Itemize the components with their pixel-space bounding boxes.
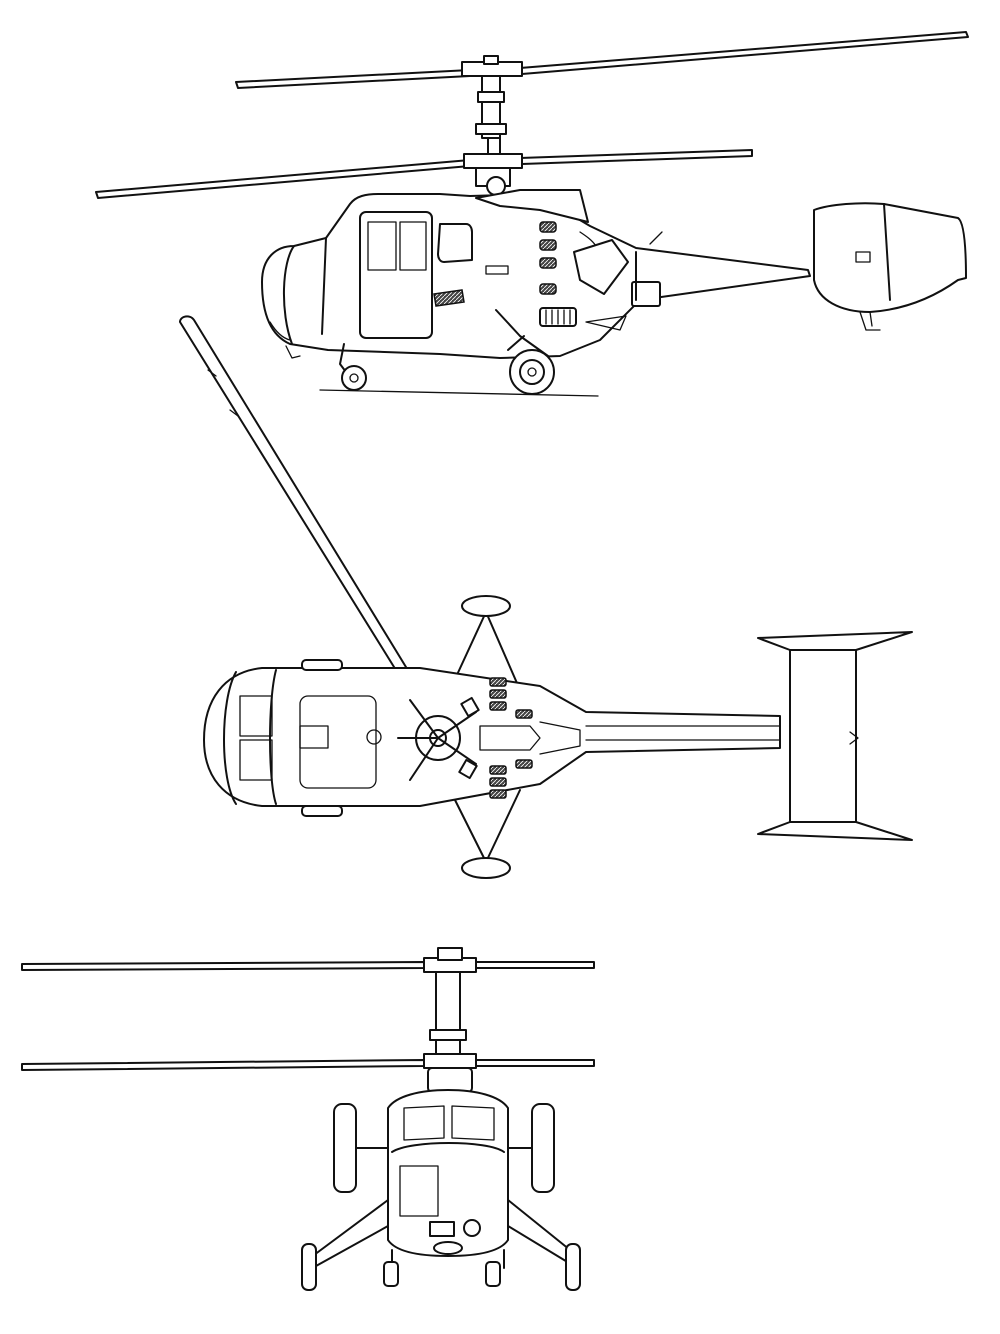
- left-fin: [333, 1103, 357, 1193]
- top-view: [179, 315, 913, 879]
- nose-wheel: [341, 365, 367, 391]
- lower-rotor: [95, 149, 753, 199]
- right-fin: [531, 1103, 555, 1193]
- ground-line: [319, 389, 599, 397]
- horizontal-tail: [789, 643, 857, 829]
- rotor-mast: [475, 75, 507, 155]
- cabin-door: [359, 211, 433, 339]
- side-view: [95, 31, 969, 397]
- tail-fin: [813, 202, 967, 313]
- fuselage: [261, 193, 811, 359]
- fuselage-front: [387, 1089, 509, 1257]
- rotor-hub-top: [397, 696, 480, 781]
- rotor-blade-diagonal: [179, 315, 421, 697]
- front-view: [21, 947, 595, 1291]
- upper-rotor: [235, 31, 969, 89]
- fuselage-top: [203, 667, 781, 807]
